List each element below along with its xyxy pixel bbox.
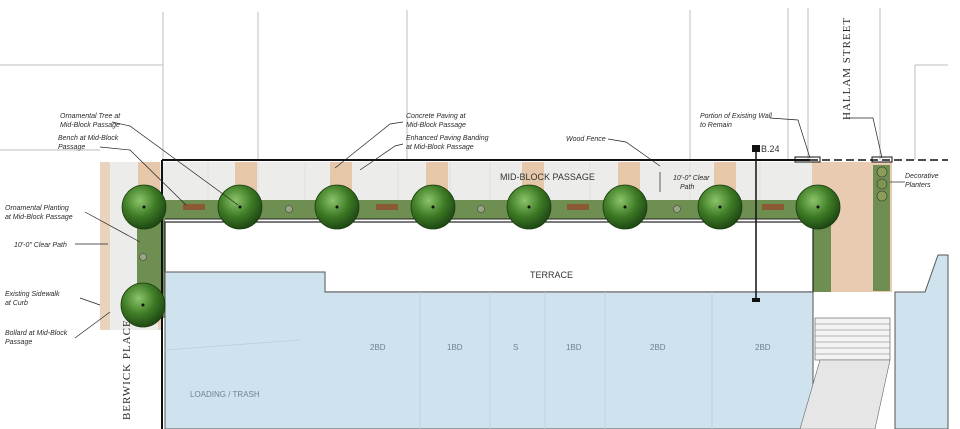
benches <box>183 204 784 210</box>
svg-text:Decorative: Decorative <box>905 173 939 180</box>
ornamental-tree <box>120 282 166 328</box>
ornamental-tree <box>506 184 552 230</box>
decorative-planters <box>876 166 888 202</box>
callout-wood-fence: Wood Fence <box>566 136 606 143</box>
stair-treads <box>815 323 890 355</box>
unit-label: 1BD <box>566 343 582 352</box>
ornamental-tree <box>602 184 648 230</box>
building-grid <box>164 292 713 429</box>
svg-text:Portion of Existing Wall: Portion of Existing Wall <box>700 113 772 120</box>
svg-text:Bench at Mid-Block: Bench at Mid-Block <box>58 135 119 142</box>
trees <box>120 184 841 328</box>
callout-decorative-planters: Decorative Planters <box>905 173 939 189</box>
ramp <box>799 359 891 429</box>
leader-lines <box>74 117 905 339</box>
callout-existing-wall: Portion of Existing Wall to Remain <box>700 113 772 129</box>
svg-text:Passage: Passage <box>58 144 85 151</box>
ornamental-tree <box>314 184 360 230</box>
svg-text:Planters: Planters <box>905 182 931 189</box>
callout-clear-path-left: 10'-0" Clear Path <box>14 242 67 249</box>
ornamental-tree <box>410 184 456 230</box>
ornamental-tree <box>121 184 167 230</box>
svg-text:Passage: Passage <box>5 339 32 346</box>
building-footprint <box>164 271 814 429</box>
loading-label: LOADING / TRASH <box>190 390 260 399</box>
street-label-left: BERWICK PLACE <box>121 319 133 420</box>
unit-label: S <box>513 343 518 352</box>
svg-text:Ornamental Tree at: Ornamental Tree at <box>60 113 121 120</box>
callout-clear-path-right: 10'-0" Clear Path <box>673 175 710 191</box>
section-marker-tick <box>752 145 760 152</box>
svg-text:Path: Path <box>680 184 695 191</box>
svg-text:Ornamental Planting: Ornamental Planting <box>5 205 69 212</box>
stairs <box>814 317 891 361</box>
callout-bench: Bench at Mid-Block Passage <box>58 135 119 151</box>
terrace-label: TERRACE <box>530 270 573 280</box>
svg-text:at Mid-Block Passage: at Mid-Block Passage <box>406 144 474 151</box>
right-building <box>894 254 949 429</box>
callout-existing-sidewalk: Existing Sidewalk at Curb <box>5 291 60 307</box>
callout-ornamental-tree: Ornamental Tree at Mid-Block Passage <box>60 113 121 129</box>
svg-text:Concrete Paving at: Concrete Paving at <box>406 113 467 120</box>
svg-text:Mid-Block Passage: Mid-Block Passage <box>406 122 466 129</box>
callout-concrete-paving: Concrete Paving at Mid-Block Passage <box>406 113 467 129</box>
context-lines <box>0 8 948 160</box>
unit-label: 1BD <box>447 343 463 352</box>
unit-label: 2BD <box>370 343 386 352</box>
small-planters <box>139 205 681 261</box>
svg-text:Mid-Block Passage: Mid-Block Passage <box>60 122 120 129</box>
ornamental-tree <box>217 184 263 230</box>
unit-label: 2BD <box>755 343 771 352</box>
unit-label: 2BD <box>650 343 666 352</box>
section-marker-label: B.24 <box>761 144 780 154</box>
callout-bollard: Bollard at Mid-Block Passage <box>5 330 68 346</box>
street-label-right: HALLAM STREET <box>841 17 853 120</box>
callout-ornamental-planting: Ornamental Planting at Mid-Block Passage <box>5 205 73 221</box>
svg-text:10'-0" Clear: 10'-0" Clear <box>673 175 710 182</box>
svg-text:Bollard at Mid-Block: Bollard at Mid-Block <box>5 330 68 337</box>
svg-text:Existing Sidewalk: Existing Sidewalk <box>5 291 60 298</box>
svg-text:at Mid-Block Passage: at Mid-Block Passage <box>5 214 73 221</box>
callout-enhanced-paving: Enhanced Paving Banding at Mid-Block Pas… <box>406 135 489 151</box>
svg-text:to Remain: to Remain <box>700 122 732 129</box>
ornamental-tree <box>697 184 743 230</box>
passage-grid <box>207 162 761 200</box>
section-marker-tick-bottom <box>752 298 760 302</box>
svg-text:at Curb: at Curb <box>5 300 28 307</box>
svg-text:Enhanced Paving Banding: Enhanced Paving Banding <box>406 135 489 142</box>
passage-label: MID-BLOCK PASSAGE <box>500 172 595 182</box>
ornamental-tree <box>795 184 841 230</box>
existing-wall <box>794 156 821 163</box>
